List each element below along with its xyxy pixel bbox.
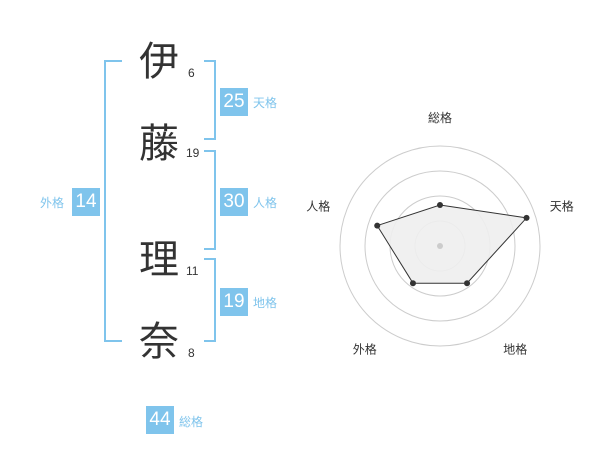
chikaku-value-badge: 19 [220,288,248,316]
stroke-count-2: 19 [186,146,200,160]
axis-label-tenkaku: 天格 [550,198,574,213]
axis-label-gaikaku: 外格 [353,342,377,357]
stroke-count-3: 11 [186,264,199,278]
soukaku-value-badge: 44 [146,406,174,434]
jinkaku-value-badge: 30 [220,188,248,216]
radar-point [374,222,381,229]
chikaku-bracket [204,258,216,342]
axis-label-soukaku: 総格 [428,110,452,125]
tenkaku-bracket [204,60,216,140]
radar-center-point [437,243,443,249]
name-char-1: 伊 [139,39,179,85]
gaikaku-label: 外格 [40,196,65,210]
axis-label-chikaku: 地格 [503,342,527,357]
radar-point [464,280,471,287]
jinkaku-bracket [204,150,216,250]
radar-ring [364,170,516,322]
name-char-3: 理 [139,237,179,283]
radar-data-area [376,204,528,284]
radar-point [437,202,443,208]
name-char-4: 奈 [139,319,179,365]
radar-ring [339,145,541,347]
radar-point [523,214,530,221]
stroke-count-4: 8 [188,346,195,360]
outer-bracket [104,60,122,342]
axis-label-jinkaku: 人格 [306,198,330,213]
name-char-2: 藤 [139,121,179,167]
gaikaku-value-badge: 14 [72,188,100,216]
tenkaku-label: 天格 [253,96,278,110]
jinkaku-label: 人格 [253,196,278,210]
stroke-count-1: 6 [188,66,195,80]
soukaku-label: 総格 [179,415,204,429]
chikaku-label: 地格 [253,296,278,310]
radar-point [409,280,416,287]
tenkaku-value-badge: 25 [220,88,248,116]
